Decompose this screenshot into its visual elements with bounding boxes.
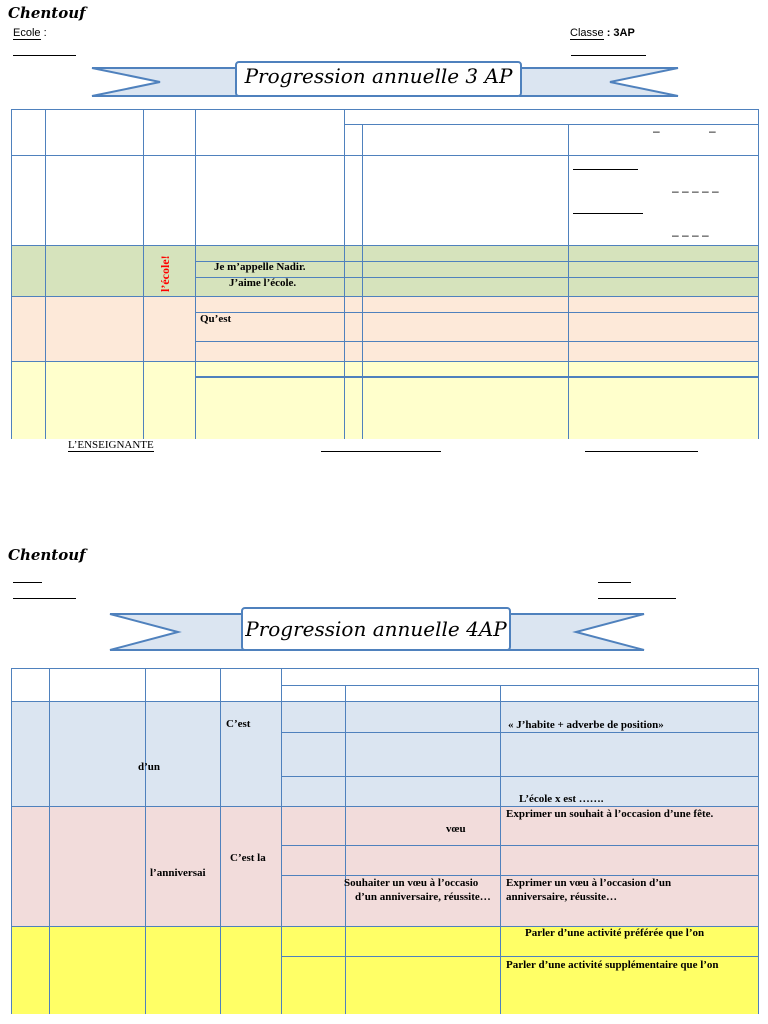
author-signature: Chentouf [8,546,86,564]
row-line [195,277,758,278]
cell-dun: d’un [138,761,161,773]
col-line [344,110,345,439]
row-line [12,155,758,156]
row-line [281,732,758,733]
col-line [568,124,569,439]
row-line [195,341,758,342]
dash-mark: – [653,124,660,138]
col-line [143,110,144,439]
col-line [220,669,221,1014]
blank-line [573,169,638,170]
col-line [45,110,46,439]
col-line [345,685,346,1014]
footer-teacher-label: L’ENSEIGNANTE [68,439,154,452]
dash-series: – – – – [672,228,709,242]
banner-title: Progression annuelle 3 AP [244,64,513,88]
row-band-lightyellow [12,361,758,439]
row-band-yellow [12,926,758,1014]
cell-anniversai: l’anniversai [150,867,206,879]
footer-signature-line [585,451,698,452]
dash-mark: – [709,124,716,138]
col-line [281,669,282,1014]
classe-label: Classe [570,27,604,40]
title-banner-ribbon [109,607,645,651]
cell-voeu: vœu [446,823,466,835]
row-line [12,296,758,297]
row-line [281,685,758,686]
cell-cest: C’est [226,718,251,730]
row-line [195,376,758,378]
row-text-nadir: Je m’appelle Nadir. [214,261,306,273]
cell-activite-supplementaire: Parler d’une activité supplémentaire que… [506,959,719,971]
table-4ap: C’est d’un « J’habite + adverbe de posit… [11,668,759,1014]
cell-exprimer-voeu-line2: anniversaire, réussite… [506,891,618,903]
ecole-colon: : [43,27,47,39]
blank-line [13,582,42,583]
cell-jhabite: « J’habite + adverbe de position» [508,719,664,731]
blank-line [598,598,676,599]
author-signature: Chentouf [8,4,86,22]
row-line [281,875,758,876]
row-line [12,245,758,246]
blank-line [573,213,643,214]
row-line [12,926,758,927]
classe-value: : 3AP [606,27,635,39]
classe-blank-line [571,55,646,56]
row-band-pink [12,806,758,926]
cell-activite-preferee: Parler d’une activité préférée que l’on [525,927,705,939]
row-line [281,845,758,846]
row-text-quest: Qu’est [200,313,232,325]
row-line [12,701,758,702]
col-line [49,669,50,1014]
vertical-label-ecole: l’école! [158,255,172,292]
table-3ap: l’école! Je m’appelle Nadir. J’aime l’éc… [11,109,759,439]
ecole-field: Ecole : [13,27,47,40]
col-line [145,669,146,1014]
row-line [12,361,758,362]
row-line [12,806,758,807]
row-line [281,956,758,957]
blank-line [598,582,631,583]
row-line [281,776,758,777]
row-line [195,312,758,313]
title-banner-ribbon [91,61,679,97]
col-line [195,110,196,439]
row-line [195,261,758,262]
banner-title: Progression annuelle 4AP [245,617,507,641]
dash-series: – – – – – [672,184,719,198]
col-line [500,685,501,1014]
ecole-label: Ecole [13,27,41,40]
blank-line [13,598,76,599]
classe-field: Classe : 3AP [570,27,635,40]
row-text-aime-ecole: J’aime l’école. [229,277,297,289]
row-band-blue [12,701,758,806]
cell-souhaiter-line2: d’un anniversaire, réussite… [355,891,491,903]
row-band-peach [12,296,758,361]
row-line [344,124,758,125]
ecole-blank-line [13,55,76,56]
cell-exprimer-voeu-line1: Exprimer un vœu à l’occasion d’un [506,877,672,889]
cell-souhaiter-line1: Souhaiter un vœu à l’occasio [344,877,479,889]
cell-cest-la: C’est la [230,852,266,864]
footer-signature-line [321,451,441,452]
row-band-green [12,245,758,296]
cell-ecole-x: L’école x est ……. [519,793,604,805]
cell-souhait-fete: Exprimer un souhait à l’occasion d’une f… [506,808,714,820]
col-line [362,124,363,439]
